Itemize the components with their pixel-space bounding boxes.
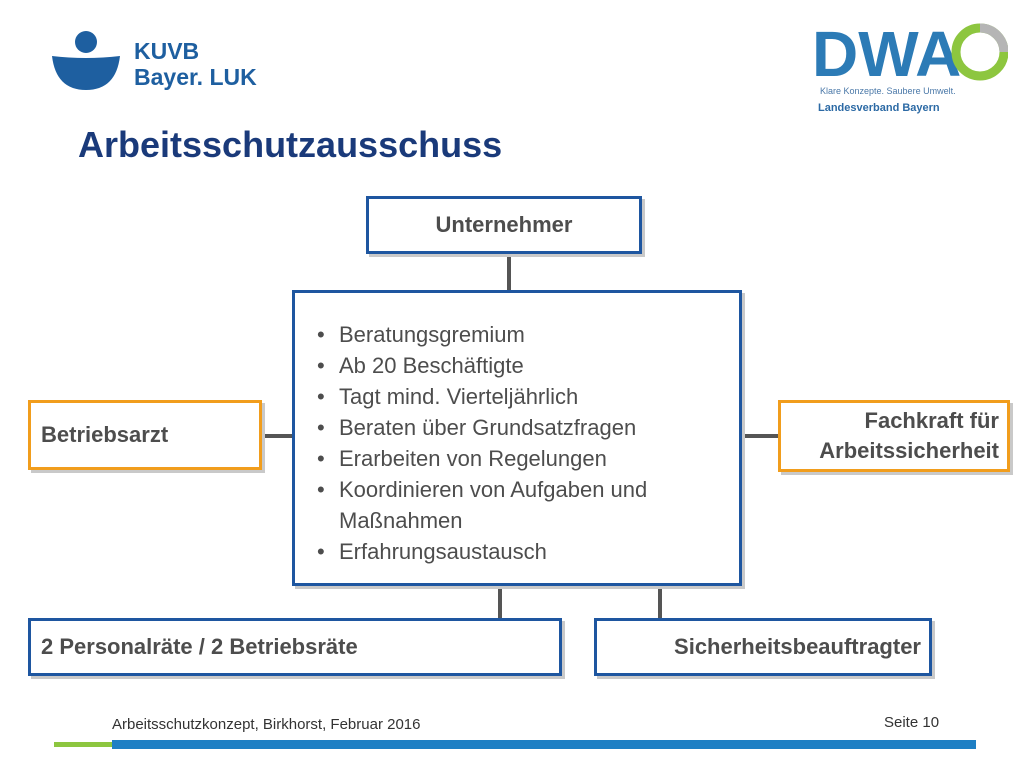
betriebsarzt-label: Betriebsarzt [41,422,169,447]
connector-top [507,256,511,290]
kuvb-line-2: Bayer. LUK [134,64,257,90]
fachkraft-box: Fachkraft für Arbeitssicherheit [778,400,1010,472]
sicherheitsbeauftragter-box: Sicherheitsbeauftragter [594,618,932,676]
connector-bottom-right [658,586,662,618]
list-item: Beratungsgremium [309,319,739,350]
fachkraft-label: Fachkraft für Arbeitssicherheit [819,406,999,466]
footer-bar-green [54,742,112,747]
kuvb-logo-icon [52,31,120,90]
fachkraft-line-1: Fachkraft für [864,408,999,433]
list-item: Ab 20 Beschäftigte [309,350,739,381]
kuvb-logo-text: KUVB Bayer. LUK [134,38,257,90]
footer-text: Arbeitsschutzkonzept, Birkhorst, Februar… [112,716,421,733]
connector-left [262,434,292,438]
slide-title: Arbeitsschutzausschuss [78,124,503,165]
betriebsarzt-box: Betriebsarzt [28,400,262,470]
dwa-logo: DWA [812,18,1008,88]
footer-bar-blue [112,740,976,749]
personalraete-box: 2 Personalräte / 2 Betriebsräte [28,618,562,676]
committee-box: Beratungsgremium Ab 20 Beschäftigte Tagt… [292,290,742,586]
dwa-subtitle: Landesverband Bayern [818,102,940,114]
list-item: Beraten über Grundsatzfragen [309,412,739,443]
list-item: Erarbeiten von Regelungen [309,443,739,474]
page-number: Seite 10 [884,714,940,731]
personalraete-label: 2 Personalräte / 2 Betriebsräte [41,634,358,659]
dwa-logo-text: DWA [812,18,961,88]
connector-right [742,434,778,438]
sicherheitsbeauftragter-label: Sicherheitsbeauftragter [674,634,921,659]
list-item: Erfahrungsaustausch [309,536,739,567]
unternehmer-box: Unternehmer [366,196,642,254]
committee-list: Beratungsgremium Ab 20 Beschäftigte Tagt… [309,319,739,567]
kuvb-line-1: KUVB [134,38,200,64]
list-item: Tagt mind. Vierteljährlich [309,381,739,412]
unternehmer-label: Unternehmer [435,212,573,237]
list-item: Koordinieren von Aufgaben und Maßnahmen [309,474,739,536]
connector-bottom-left [498,586,502,618]
dwa-tagline: Klare Konzepte. Saubere Umwelt. [820,86,956,96]
fachkraft-line-2: Arbeitssicherheit [819,438,999,463]
